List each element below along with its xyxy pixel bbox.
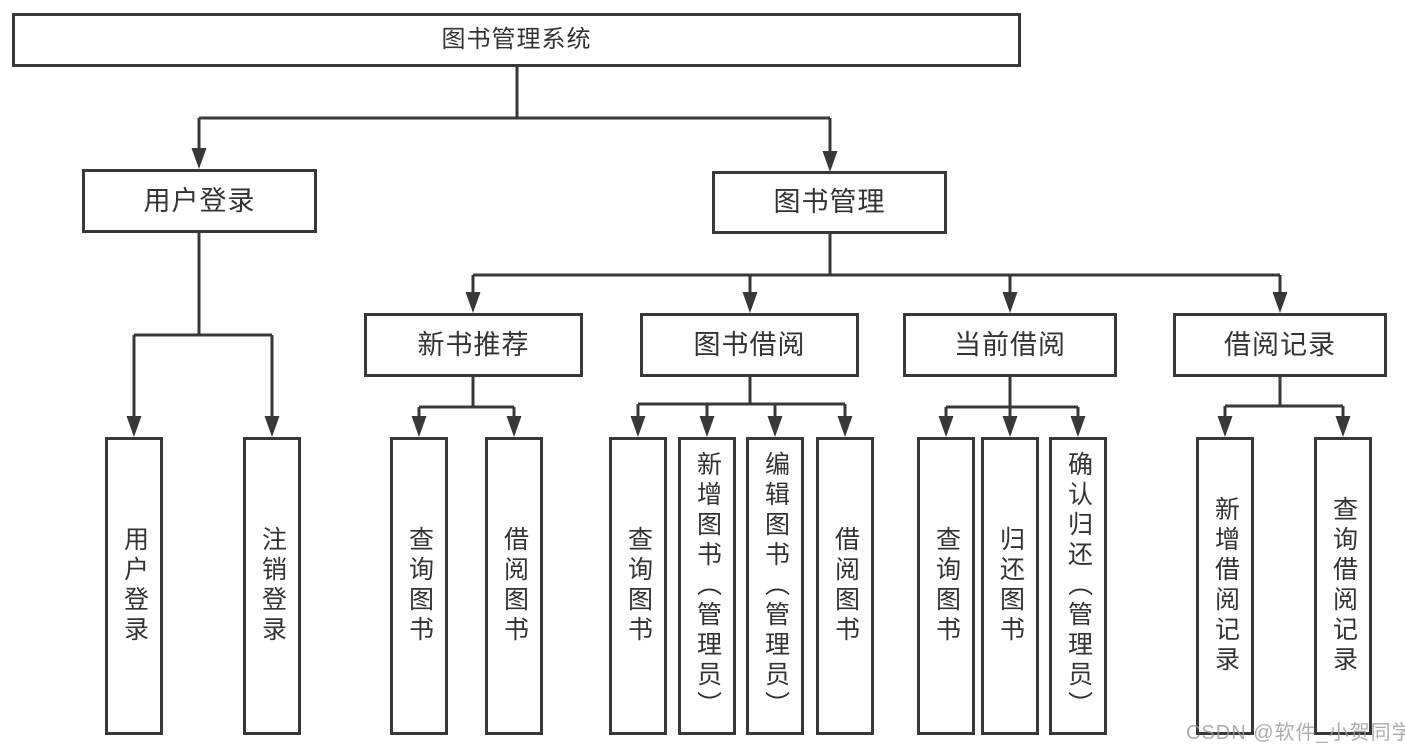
node-book-borrowing-label: 图书借阅 — [693, 329, 806, 360]
node-book-management-label: 图书管理 — [773, 187, 886, 217]
node-user-login-label: 用户登录 — [143, 185, 256, 216]
node-user-login: 用户登录 — [82, 169, 317, 233]
leaf-query-borrow-record-label: 查询借阅记录 — [1329, 496, 1358, 676]
node-book-borrowing: 图书借阅 — [640, 313, 859, 377]
leaf-borrow-books-borrowing: 借阅图书 — [816, 437, 874, 735]
leaf-confirm-return-admin-label: 确认归还（管理员） — [1064, 451, 1093, 721]
node-borrowing-records-label: 借阅记录 — [1224, 329, 1336, 360]
leaf-add-borrow-record: 新增借阅记录 — [1196, 437, 1254, 735]
leaf-query-books-current: 查询图书 — [917, 437, 975, 735]
leaf-query-books-recommend-label: 查询图书 — [405, 526, 434, 646]
leaf-return-book: 归还图书 — [981, 437, 1039, 735]
leaf-logout: 注销登录 — [243, 437, 301, 735]
leaf-borrow-books-recommend: 借阅图书 — [485, 437, 543, 735]
node-book-management: 图书管理 — [712, 171, 947, 234]
csdn-watermark: CSDN @软件_小贺同学 — [1186, 722, 1405, 744]
node-root-label: 图书管理系统 — [441, 26, 592, 53]
leaf-query-books-recommend: 查询图书 — [390, 437, 448, 735]
leaf-query-books-current-label: 查询图书 — [932, 526, 961, 646]
leaf-add-borrow-record-label: 新增借阅记录 — [1211, 496, 1240, 676]
leaf-borrow-books-borrowing-label: 借阅图书 — [831, 526, 860, 646]
leaf-query-books-borrowing-label: 查询图书 — [624, 526, 653, 646]
node-new-book-recommend: 新书推荐 — [364, 313, 583, 377]
leaf-query-books-borrowing: 查询图书 — [609, 437, 667, 735]
leaf-return-book-label: 归还图书 — [996, 526, 1025, 646]
leaf-query-borrow-record: 查询借阅记录 — [1314, 437, 1372, 735]
leaf-confirm-return-admin: 确认归还（管理员） — [1049, 437, 1107, 735]
leaf-user-login: 用户登录 — [105, 437, 163, 735]
arrowhead-icons — [126, 148, 1351, 437]
leaf-add-book-admin: 新增图书（管理员） — [678, 437, 736, 735]
connector-stems — [132, 66, 1345, 418]
node-current-borrowing-label: 当前借阅 — [954, 329, 1066, 360]
node-new-book-recommend-label: 新书推荐 — [417, 329, 530, 360]
leaf-edit-book-admin: 编辑图书（管理员） — [746, 437, 804, 735]
leaf-edit-book-admin-label: 编辑图书（管理员） — [761, 451, 790, 721]
leaf-add-book-admin-label: 新增图书（管理员） — [693, 451, 722, 721]
leaf-logout-label: 注销登录 — [258, 526, 287, 646]
node-current-borrowing: 当前借阅 — [903, 313, 1117, 377]
leaf-user-login-label: 用户登录 — [120, 526, 149, 646]
node-borrowing-records: 借阅记录 — [1173, 313, 1387, 377]
node-root: 图书管理系统 — [12, 13, 1021, 67]
leaf-borrow-books-recommend-label: 借阅图书 — [500, 526, 529, 646]
